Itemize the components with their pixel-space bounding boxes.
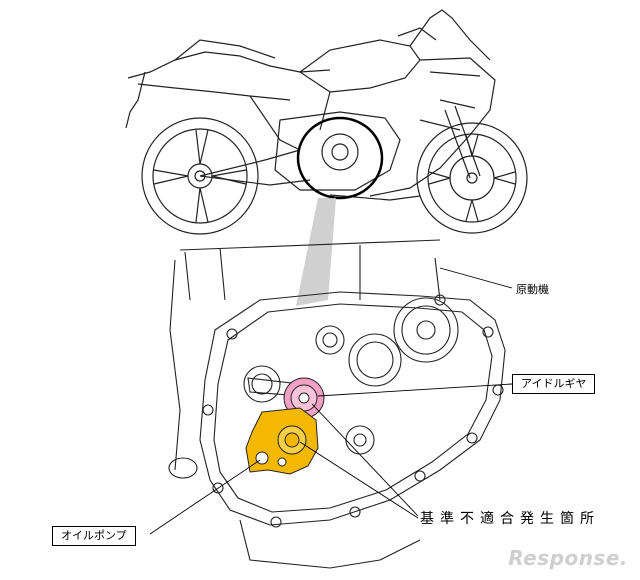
response-watermark: Response. [508, 546, 628, 570]
idle-gear-leader-line [317, 383, 513, 397]
tail-section [127, 51, 331, 79]
oil-pump-leader-line [149, 459, 261, 535]
front-wheel [416, 122, 528, 234]
defect-leader-line-1 [311, 403, 419, 517]
rear-wheel [141, 117, 259, 235]
oil-pump-label: オイルポンプ [52, 526, 136, 546]
engine-label: 原動機 [516, 283, 549, 296]
idle-gear-label: アイドルギヤ [512, 374, 596, 394]
engine-leader-line [439, 267, 513, 289]
highlight-circle [296, 116, 384, 200]
front-fairing [369, 57, 496, 197]
leader-lines [149, 267, 513, 535]
fuel-tank [298, 39, 421, 93]
motorcycle-illustration [125, 9, 528, 235]
oil-pump-highlight [245, 407, 319, 475]
primary-gear [393, 297, 459, 363]
defect-leader-line-2 [299, 441, 419, 519]
zoom-cone [296, 198, 336, 306]
defect-location-label: 基準不適合発生箇所 [420, 511, 600, 527]
crankcase-cover [199, 291, 506, 526]
